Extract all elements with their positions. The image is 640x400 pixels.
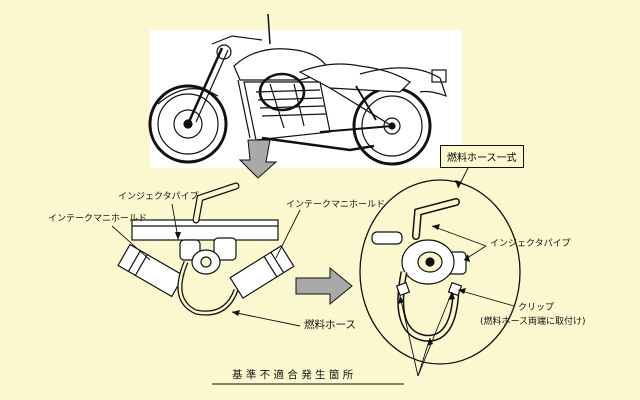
label-clip: クリップ — [518, 303, 555, 313]
label-intake-manifold-right: インテークマニホールド — [286, 200, 386, 210]
motorcycle-drawing — [148, 13, 447, 166]
leader-lines — [111, 163, 515, 385]
label-intake-manifold-left: インテークマニホールド — [48, 214, 148, 224]
left-detail-drawing — [117, 182, 295, 316]
label-fuel-hose-assy: 燃料ホース一式 — [440, 145, 524, 168]
label-defect-location: 基 準 不 適 合 発 生 箇 所 — [232, 369, 354, 381]
right-arrow — [295, 266, 353, 306]
label-clip-note: (燃料ホース両端に取付け) — [480, 317, 586, 327]
label-fuel-hose: 燃料ホース — [304, 319, 356, 331]
label-injector-pipe-left: インジェクタパイプ — [118, 192, 199, 202]
label-injector-pipe-right: インジェクタパイプ — [490, 239, 571, 249]
down-arrow — [238, 139, 278, 179]
highlight-circle — [258, 72, 306, 112]
